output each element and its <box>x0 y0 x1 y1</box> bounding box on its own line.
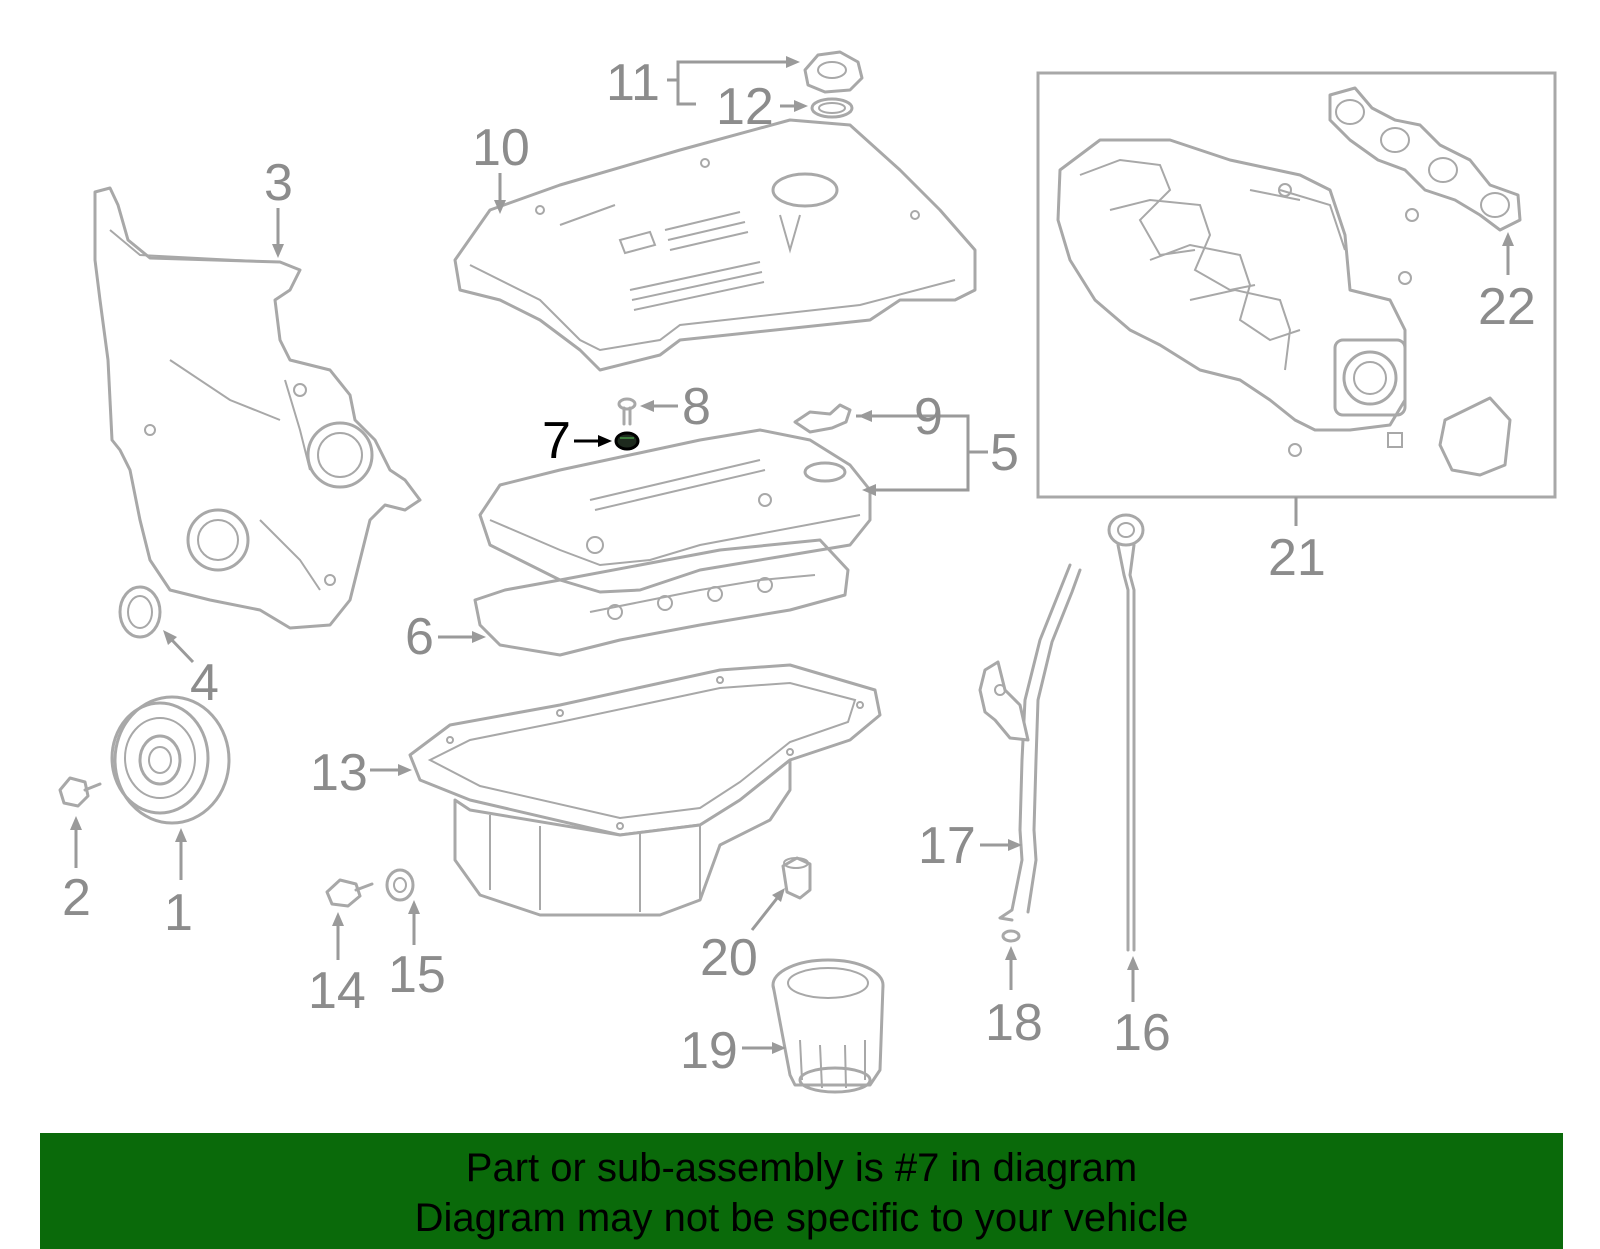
callout-10: 10 <box>472 119 530 177</box>
callout-14: 14 <box>308 962 366 1020</box>
part-8-bolt <box>617 397 637 426</box>
leader-lines <box>70 56 1514 1054</box>
part-6-valve-cover-gasket <box>473 538 850 657</box>
part-14-drain-plug <box>325 878 374 908</box>
callout-7: 7 <box>542 412 571 470</box>
part-11-oil-filler-cap <box>803 50 864 94</box>
banner-line-part: Part or sub-assembly is #7 in diagram <box>465 1146 1138 1190</box>
part-22-manifold-gasket <box>1328 86 1522 232</box>
callout-20: 20 <box>700 929 758 987</box>
part-21-intake-manifold <box>1036 71 1557 499</box>
callout-19: 19 <box>680 1022 738 1080</box>
part-18-o-ring <box>1001 929 1021 943</box>
callout-9: 9 <box>914 388 943 446</box>
part-15-drain-gasket <box>385 868 415 902</box>
callout-12: 12 <box>716 78 774 136</box>
callout-6: 6 <box>405 608 434 666</box>
part-19-oil-filter <box>771 958 885 1094</box>
callout-2: 2 <box>62 869 91 927</box>
part-2-pulley-bolt <box>58 776 102 808</box>
part-4-oil-seal <box>118 585 162 639</box>
part-12-cap-gasket <box>810 97 854 119</box>
part-16-dipstick <box>1107 513 1145 952</box>
callout-labels: 1 2 3 4 5 6 7 8 9 10 11 12 13 14 15 16 1… <box>62 54 1536 1080</box>
callout-4: 4 <box>190 654 219 712</box>
part-10-engine-cover <box>453 118 977 372</box>
callout-3: 3 <box>264 154 293 212</box>
banner-line-disclaimer: Diagram may not be specific to your vehi… <box>414 1196 1189 1240</box>
callout-13: 13 <box>310 744 368 802</box>
callout-1: 1 <box>164 884 193 942</box>
callout-5: 5 <box>990 424 1019 482</box>
part-17-dipstick-guide <box>978 563 1082 922</box>
callout-16: 16 <box>1113 1004 1171 1062</box>
part-13-oil-pan <box>408 663 882 917</box>
part-info-banner: Part or sub-assembly is #7 in diagram Di… <box>40 1133 1563 1249</box>
part-7-grommet <box>614 431 640 451</box>
part-5-valve-cover <box>478 428 872 594</box>
part-9-pcv-valve <box>793 403 852 434</box>
callout-22: 22 <box>1478 278 1536 336</box>
part-20-filter-union <box>781 856 812 900</box>
callout-11: 11 <box>606 54 660 112</box>
callout-21: 21 <box>1268 529 1326 587</box>
part-1-crankshaft-pulley <box>110 695 231 825</box>
callout-8: 8 <box>682 378 711 436</box>
callout-18: 18 <box>985 994 1043 1052</box>
callout-15: 15 <box>388 946 446 1004</box>
part-3-timing-cover <box>93 186 422 630</box>
callout-17: 17 <box>918 817 976 875</box>
